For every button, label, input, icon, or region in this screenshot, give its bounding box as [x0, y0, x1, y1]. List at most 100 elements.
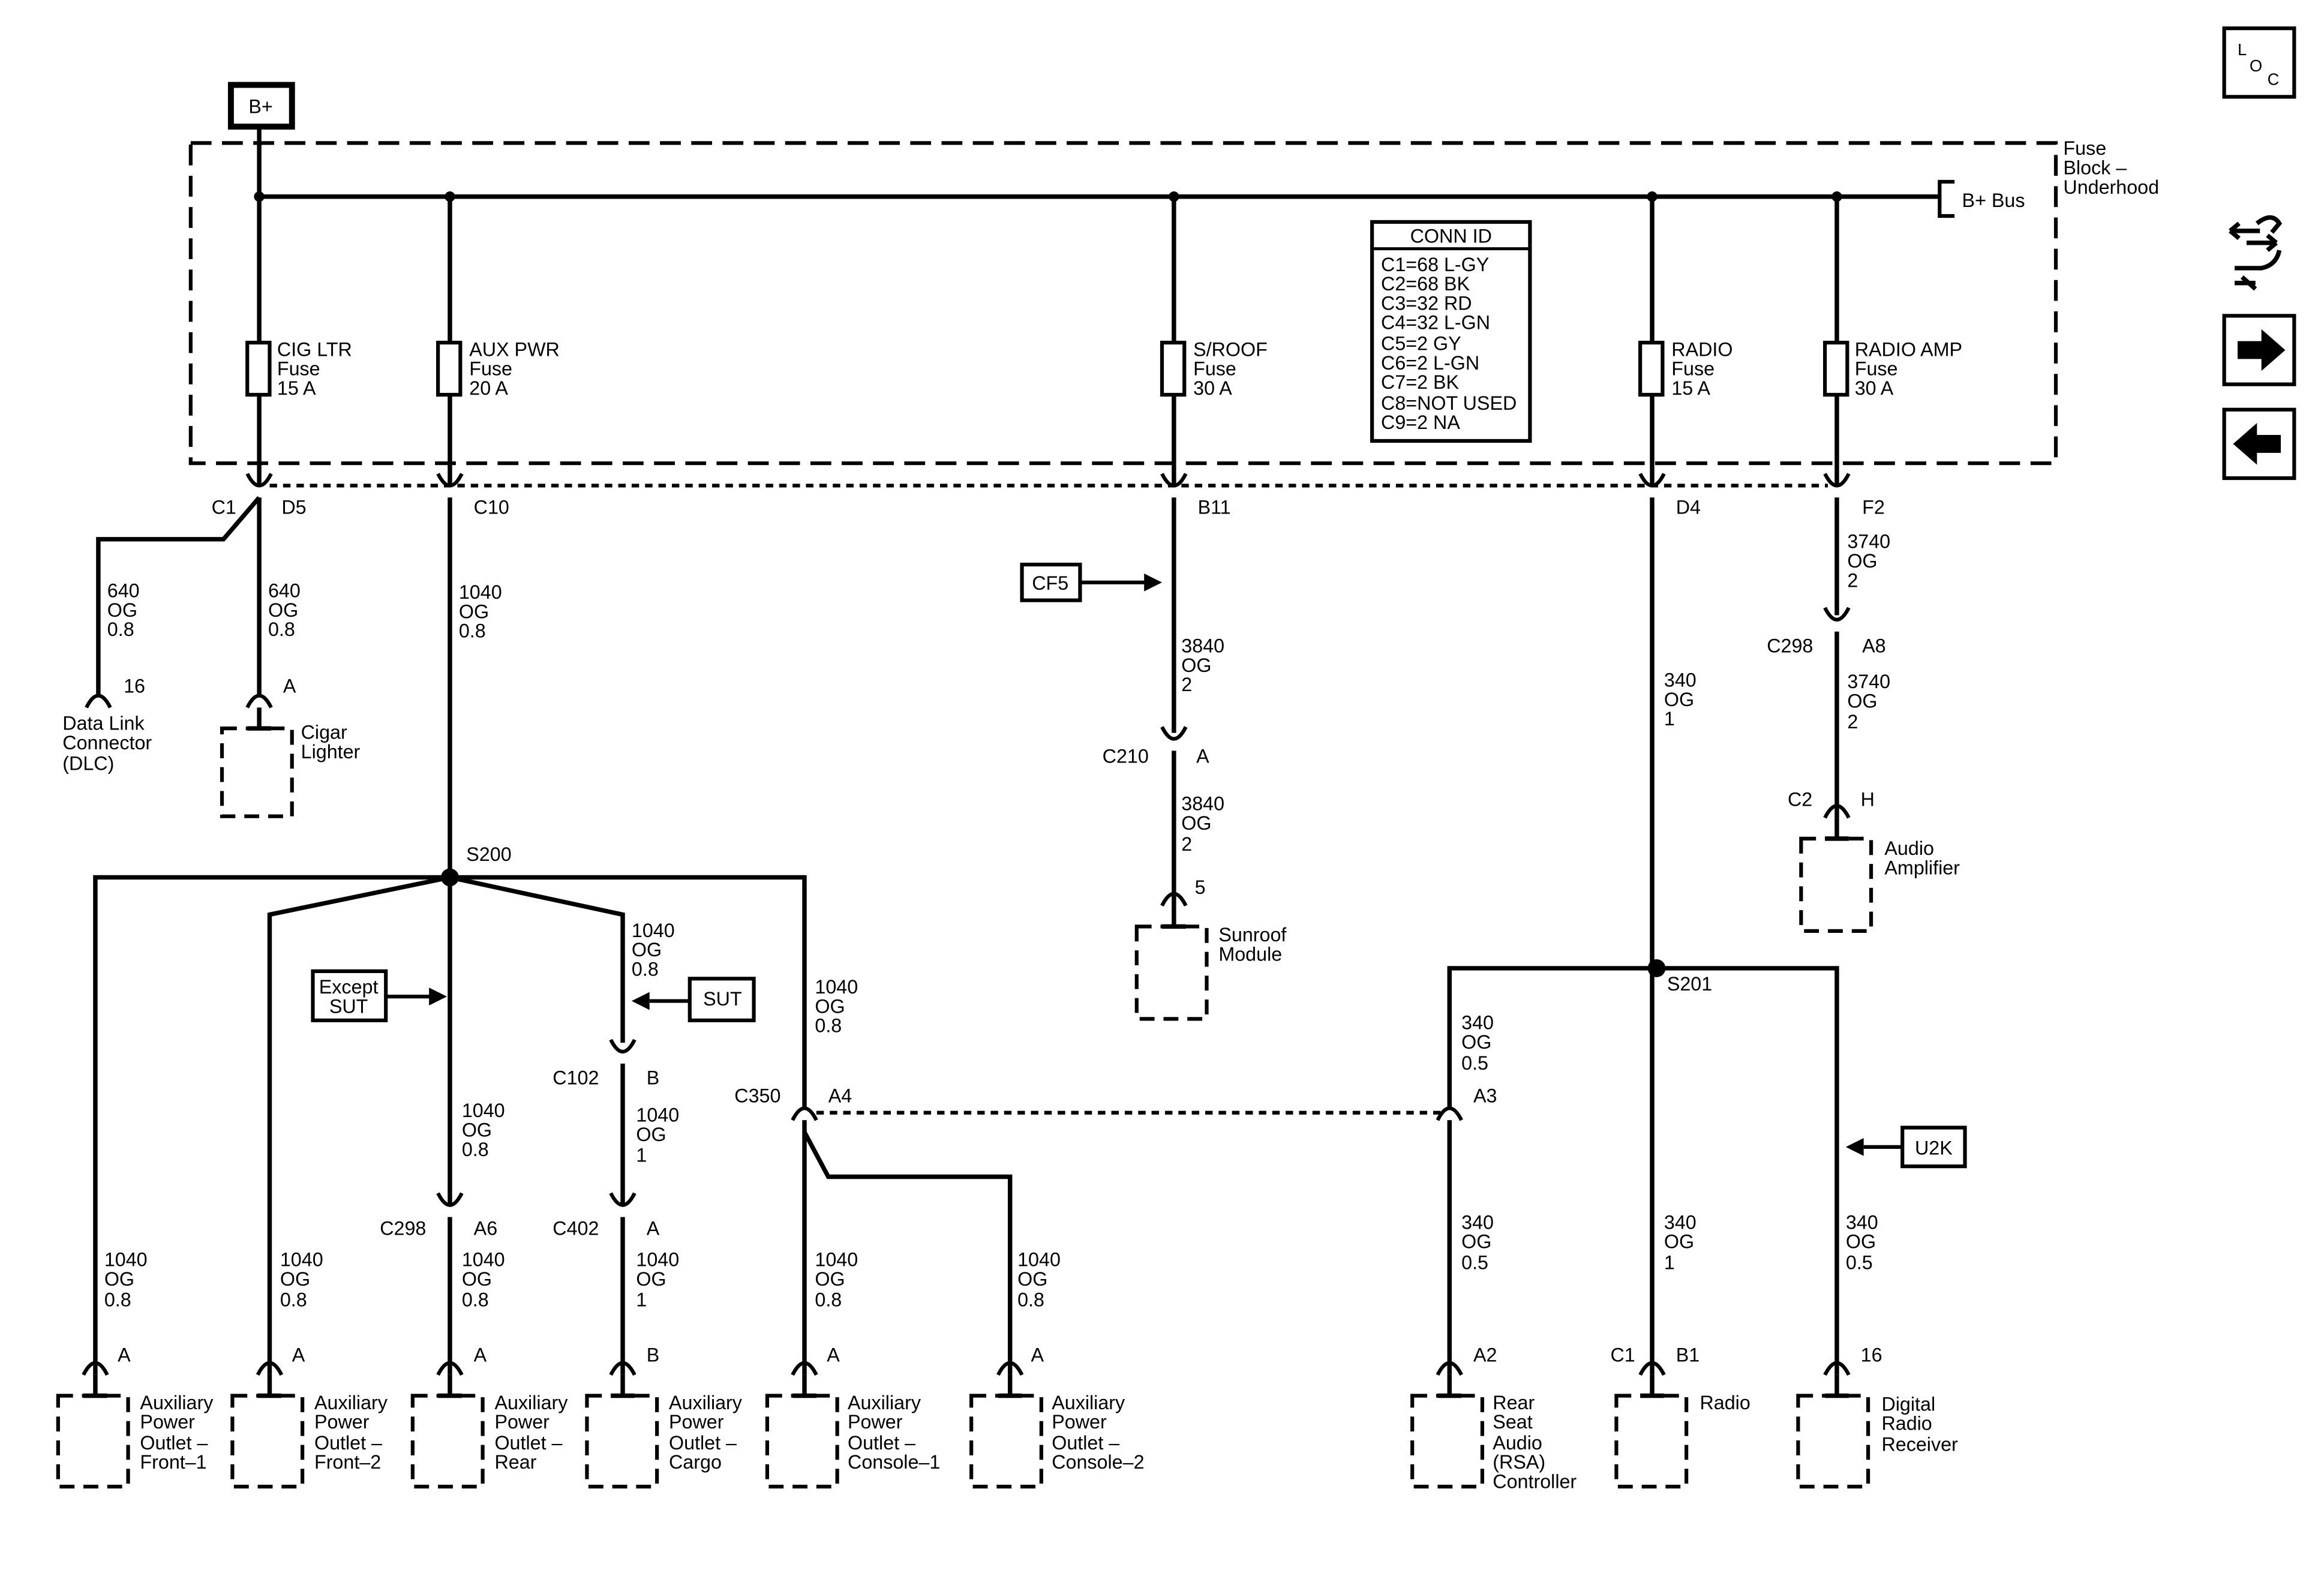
wire-label: OG [1181, 655, 1211, 676]
component-label: Power [314, 1411, 370, 1433]
connector-label: D5 [281, 497, 306, 518]
wire-label: 3740 [1847, 531, 1890, 553]
wire-label: 0.8 [268, 619, 295, 640]
wire-label: OG [107, 599, 137, 621]
component-label: Data Link [62, 713, 145, 734]
fuse-s-roof [1160, 340, 1187, 397]
outlet-console1-box [765, 1394, 839, 1489]
connector-label: C350 [734, 1085, 780, 1106]
component-label: Sunroof [1218, 924, 1287, 945]
wire-label: 0.5 [1846, 1251, 1873, 1273]
component-label: Auxiliary [1052, 1392, 1125, 1413]
conn-id-row: C9=2 NA [1381, 412, 1460, 433]
connector-label: A [647, 1217, 660, 1239]
connector-label: C298 [1767, 635, 1813, 657]
pin-label: A [118, 1344, 131, 1365]
connector-label: H [1861, 788, 1875, 810]
connector-label: F2 [1862, 497, 1885, 518]
sut-reference-label: SUT [703, 988, 742, 1010]
outlet-front1-box [56, 1394, 130, 1489]
wire-label: 3840 [1181, 793, 1224, 815]
component-label: Receiver [1881, 1433, 1958, 1455]
wire-label: 1040 [632, 920, 675, 941]
fuse-kind: Fuse [1671, 358, 1715, 380]
component-label: Rear [1493, 1392, 1535, 1413]
loc-letter-o[interactable]: O [2250, 56, 2262, 75]
component-label: Auxiliary [494, 1392, 568, 1413]
loc-letter-l[interactable]: L [2238, 40, 2247, 59]
connector-label: A8 [1862, 635, 1885, 657]
outlet-front2-box [230, 1394, 305, 1489]
conn-id-row: C5=2 GY [1381, 332, 1461, 354]
pin-label: A [1031, 1344, 1044, 1365]
component-label: Front–2 [314, 1451, 381, 1473]
component-locator-icon[interactable] [2229, 215, 2283, 291]
forward-arrow-icon[interactable] [2237, 329, 2286, 371]
component-label: Auxiliary [848, 1392, 921, 1413]
wire-label: 1040 [459, 581, 502, 603]
fuse-kind: Fuse [469, 358, 512, 380]
wire-label: OG [1847, 550, 1877, 572]
conn-id-row: C8=NOT USED [1381, 392, 1517, 414]
component-label: Outlet – [1052, 1432, 1119, 1454]
wire-label: 0.8 [462, 1139, 489, 1160]
wire-label: OG [1181, 812, 1211, 834]
wire-label: 0.8 [104, 1289, 131, 1311]
connector-label: C402 [553, 1217, 599, 1239]
wire-label: 340 [1846, 1211, 1878, 1233]
back-arrow-icon[interactable] [2233, 423, 2281, 465]
wire-label: OG [268, 599, 298, 621]
wire-label: 0.5 [1461, 1251, 1488, 1273]
component-label: (RSA) [1493, 1451, 1545, 1473]
pin-label: B [647, 1344, 660, 1365]
loc-button-frame [2222, 26, 2296, 99]
wire-label: 640 [107, 580, 140, 602]
fuse-kind: Fuse [1193, 358, 1236, 380]
pin-label: A [292, 1344, 305, 1365]
pin-label: B1 [1676, 1344, 1700, 1365]
connector-label: A [1196, 745, 1209, 767]
wire-label: 1040 [1017, 1249, 1061, 1271]
fuse-name: RADIO AMP [1855, 338, 1962, 360]
component-label: Console–1 [848, 1451, 940, 1473]
fuse-name: S/ROOF [1193, 338, 1268, 360]
wire-label: 1040 [636, 1104, 679, 1126]
wire-label: 340 [1461, 1211, 1494, 1233]
wire-label: 3740 [1847, 671, 1890, 692]
component-label: Console–2 [1052, 1451, 1144, 1473]
conn-id-table [1370, 220, 1532, 443]
wire-label: OG [462, 1268, 492, 1290]
fuse-block-title-3: Underhood [2063, 176, 2159, 198]
wire-label: OG [459, 601, 489, 622]
wire-label: 0.8 [815, 1015, 842, 1037]
component-label: Module [1218, 944, 1282, 965]
component-label: Audio [1493, 1432, 1542, 1454]
audio-amplifier-box [1799, 836, 1873, 933]
fuse-aux-pwr [436, 340, 463, 397]
fuse-name: AUX PWR [469, 338, 560, 360]
pin-label: 5 [1195, 876, 1206, 898]
wire-label: 640 [268, 580, 301, 602]
conn-id-header: CONN ID [1410, 226, 1492, 247]
pin-label: 16 [124, 676, 145, 697]
component-label: Front–1 [140, 1451, 206, 1473]
connector-label: C210 [1103, 745, 1149, 767]
wire-label: 1 [636, 1145, 647, 1166]
wire-label: 1040 [104, 1249, 148, 1271]
wire-label: 1040 [280, 1249, 323, 1271]
loc-letter-c[interactable]: C [2268, 70, 2280, 89]
fuse-name: RADIO [1671, 338, 1733, 360]
battery-source-label: B+ [248, 96, 272, 118]
component-label: Power [494, 1411, 550, 1433]
wire-label: 340 [1461, 1012, 1494, 1034]
wire-label: OG [1664, 689, 1694, 710]
cigar-lighter-box [220, 727, 294, 818]
fuse-cig-ltr [245, 340, 272, 397]
component-label: Connector [62, 732, 152, 754]
component-label: Audio [1884, 837, 1934, 859]
conn-id-row: C3=32 RD [1381, 292, 1472, 314]
wire-label: 0.8 [462, 1289, 489, 1311]
wire-label: 0.8 [459, 620, 486, 642]
fuse-rating: 30 A [1193, 377, 1232, 399]
